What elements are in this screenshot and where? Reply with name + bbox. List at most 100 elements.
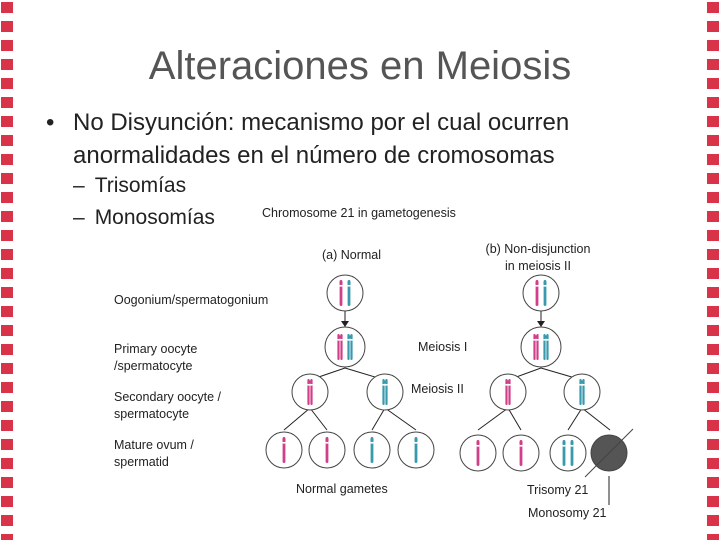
centromere <box>543 285 547 287</box>
cell <box>265 431 303 469</box>
border-square <box>1 97 13 108</box>
cell-membrane <box>291 373 329 411</box>
cell <box>366 373 404 411</box>
border-square <box>1 40 13 51</box>
cell-membrane <box>520 326 562 368</box>
border-square <box>1 401 13 412</box>
border-square <box>1 496 13 507</box>
border-square <box>707 477 719 488</box>
lineage-line <box>371 407 386 431</box>
cell <box>563 373 601 411</box>
border-square <box>1 287 13 298</box>
panel-nondisjunction-label: (b) Non-disjunction <box>486 242 591 256</box>
chromosome-tip <box>580 380 584 384</box>
border-square <box>1 515 13 526</box>
border-square <box>1 135 13 146</box>
border-square <box>1 249 13 260</box>
border-square <box>707 97 719 108</box>
bullet-dot-icon: • <box>46 109 55 136</box>
meiosis-1-label: Meiosis I <box>418 340 467 354</box>
border-square <box>1 325 13 336</box>
border-square <box>707 154 719 165</box>
cell <box>397 431 435 469</box>
chromosome-tip <box>414 438 418 442</box>
arrow-head-icon <box>341 321 349 327</box>
centromere <box>570 445 574 447</box>
border-square <box>707 363 719 374</box>
border-square <box>1 439 13 450</box>
normal-gametes-label: Normal gametes <box>296 482 388 496</box>
border-square <box>1 477 13 488</box>
chromosome-tip <box>519 441 523 445</box>
stage-mature-label: Mature ovum / <box>114 438 194 452</box>
slide-title: Alteraciones en Meiosis <box>148 44 572 88</box>
border-square <box>707 496 719 507</box>
cell <box>353 431 391 469</box>
border-square <box>1 458 13 469</box>
centromere <box>339 285 343 287</box>
border-square <box>707 420 719 431</box>
monosomy-label: Monosomy 21 <box>528 506 607 520</box>
diagram-labels: Chromosome 21 in gametogenesis (a) Norma… <box>114 206 607 520</box>
left-border-pattern <box>1 2 13 540</box>
border-square <box>707 230 719 241</box>
border-square <box>707 135 719 146</box>
cell-membrane <box>489 373 527 411</box>
right-border-pattern <box>707 2 719 540</box>
trisomy-label: Trisomy 21 <box>527 483 588 497</box>
border-square <box>707 458 719 469</box>
centromere <box>337 339 343 341</box>
stage-primary-label: Primary oocyte <box>114 342 197 356</box>
border-square <box>707 192 719 203</box>
border-square <box>707 78 719 89</box>
cell-membrane <box>563 373 601 411</box>
border-square <box>707 401 719 412</box>
lineage-line <box>309 407 328 431</box>
border-square <box>1 306 13 317</box>
footer-logo-text: fppt.com <box>16 518 71 533</box>
lineage-line <box>567 407 583 431</box>
cells <box>265 274 634 478</box>
diagram-heading: Chromosome 21 in gametogenesis <box>262 206 456 220</box>
border-square <box>1 78 13 89</box>
stage-mature-label-2: spermatid <box>114 455 169 469</box>
border-square <box>707 268 719 279</box>
border-square <box>707 534 719 540</box>
lineage-line <box>283 407 311 431</box>
border-square <box>707 382 719 393</box>
cell <box>308 431 346 469</box>
centromere <box>519 445 523 447</box>
cell <box>522 274 560 312</box>
cell-membrane <box>366 373 404 411</box>
chromosome-tip <box>570 441 574 445</box>
chromosome-tip <box>506 380 510 384</box>
chromosome-tip <box>325 438 329 442</box>
meiosis-2-label: Meiosis II <box>411 382 464 396</box>
border-square <box>1 59 13 70</box>
centromere <box>414 442 418 444</box>
chromosome-tip <box>339 281 343 285</box>
border-square <box>707 21 719 32</box>
chromosome-tip <box>347 281 351 285</box>
border-square <box>707 287 719 298</box>
border-square <box>1 211 13 222</box>
centromere <box>307 384 313 386</box>
chromosome-tip <box>338 335 342 339</box>
centromere <box>382 384 388 386</box>
cell <box>502 434 540 472</box>
border-square <box>1 116 13 127</box>
border-square <box>1 382 13 393</box>
stage-secondary-label: Secondary oocyte / <box>114 390 222 404</box>
centromere <box>579 384 585 386</box>
border-square <box>707 173 719 184</box>
subitem-label: Monosomías <box>94 206 215 229</box>
chromosome-tip <box>562 441 566 445</box>
border-square <box>1 173 13 184</box>
chromosome-tip <box>543 281 547 285</box>
cell <box>584 428 634 478</box>
border-square <box>707 325 719 336</box>
lineage-line <box>384 407 417 431</box>
panel-nondisjunction-label-2: in meiosis II <box>505 259 571 273</box>
